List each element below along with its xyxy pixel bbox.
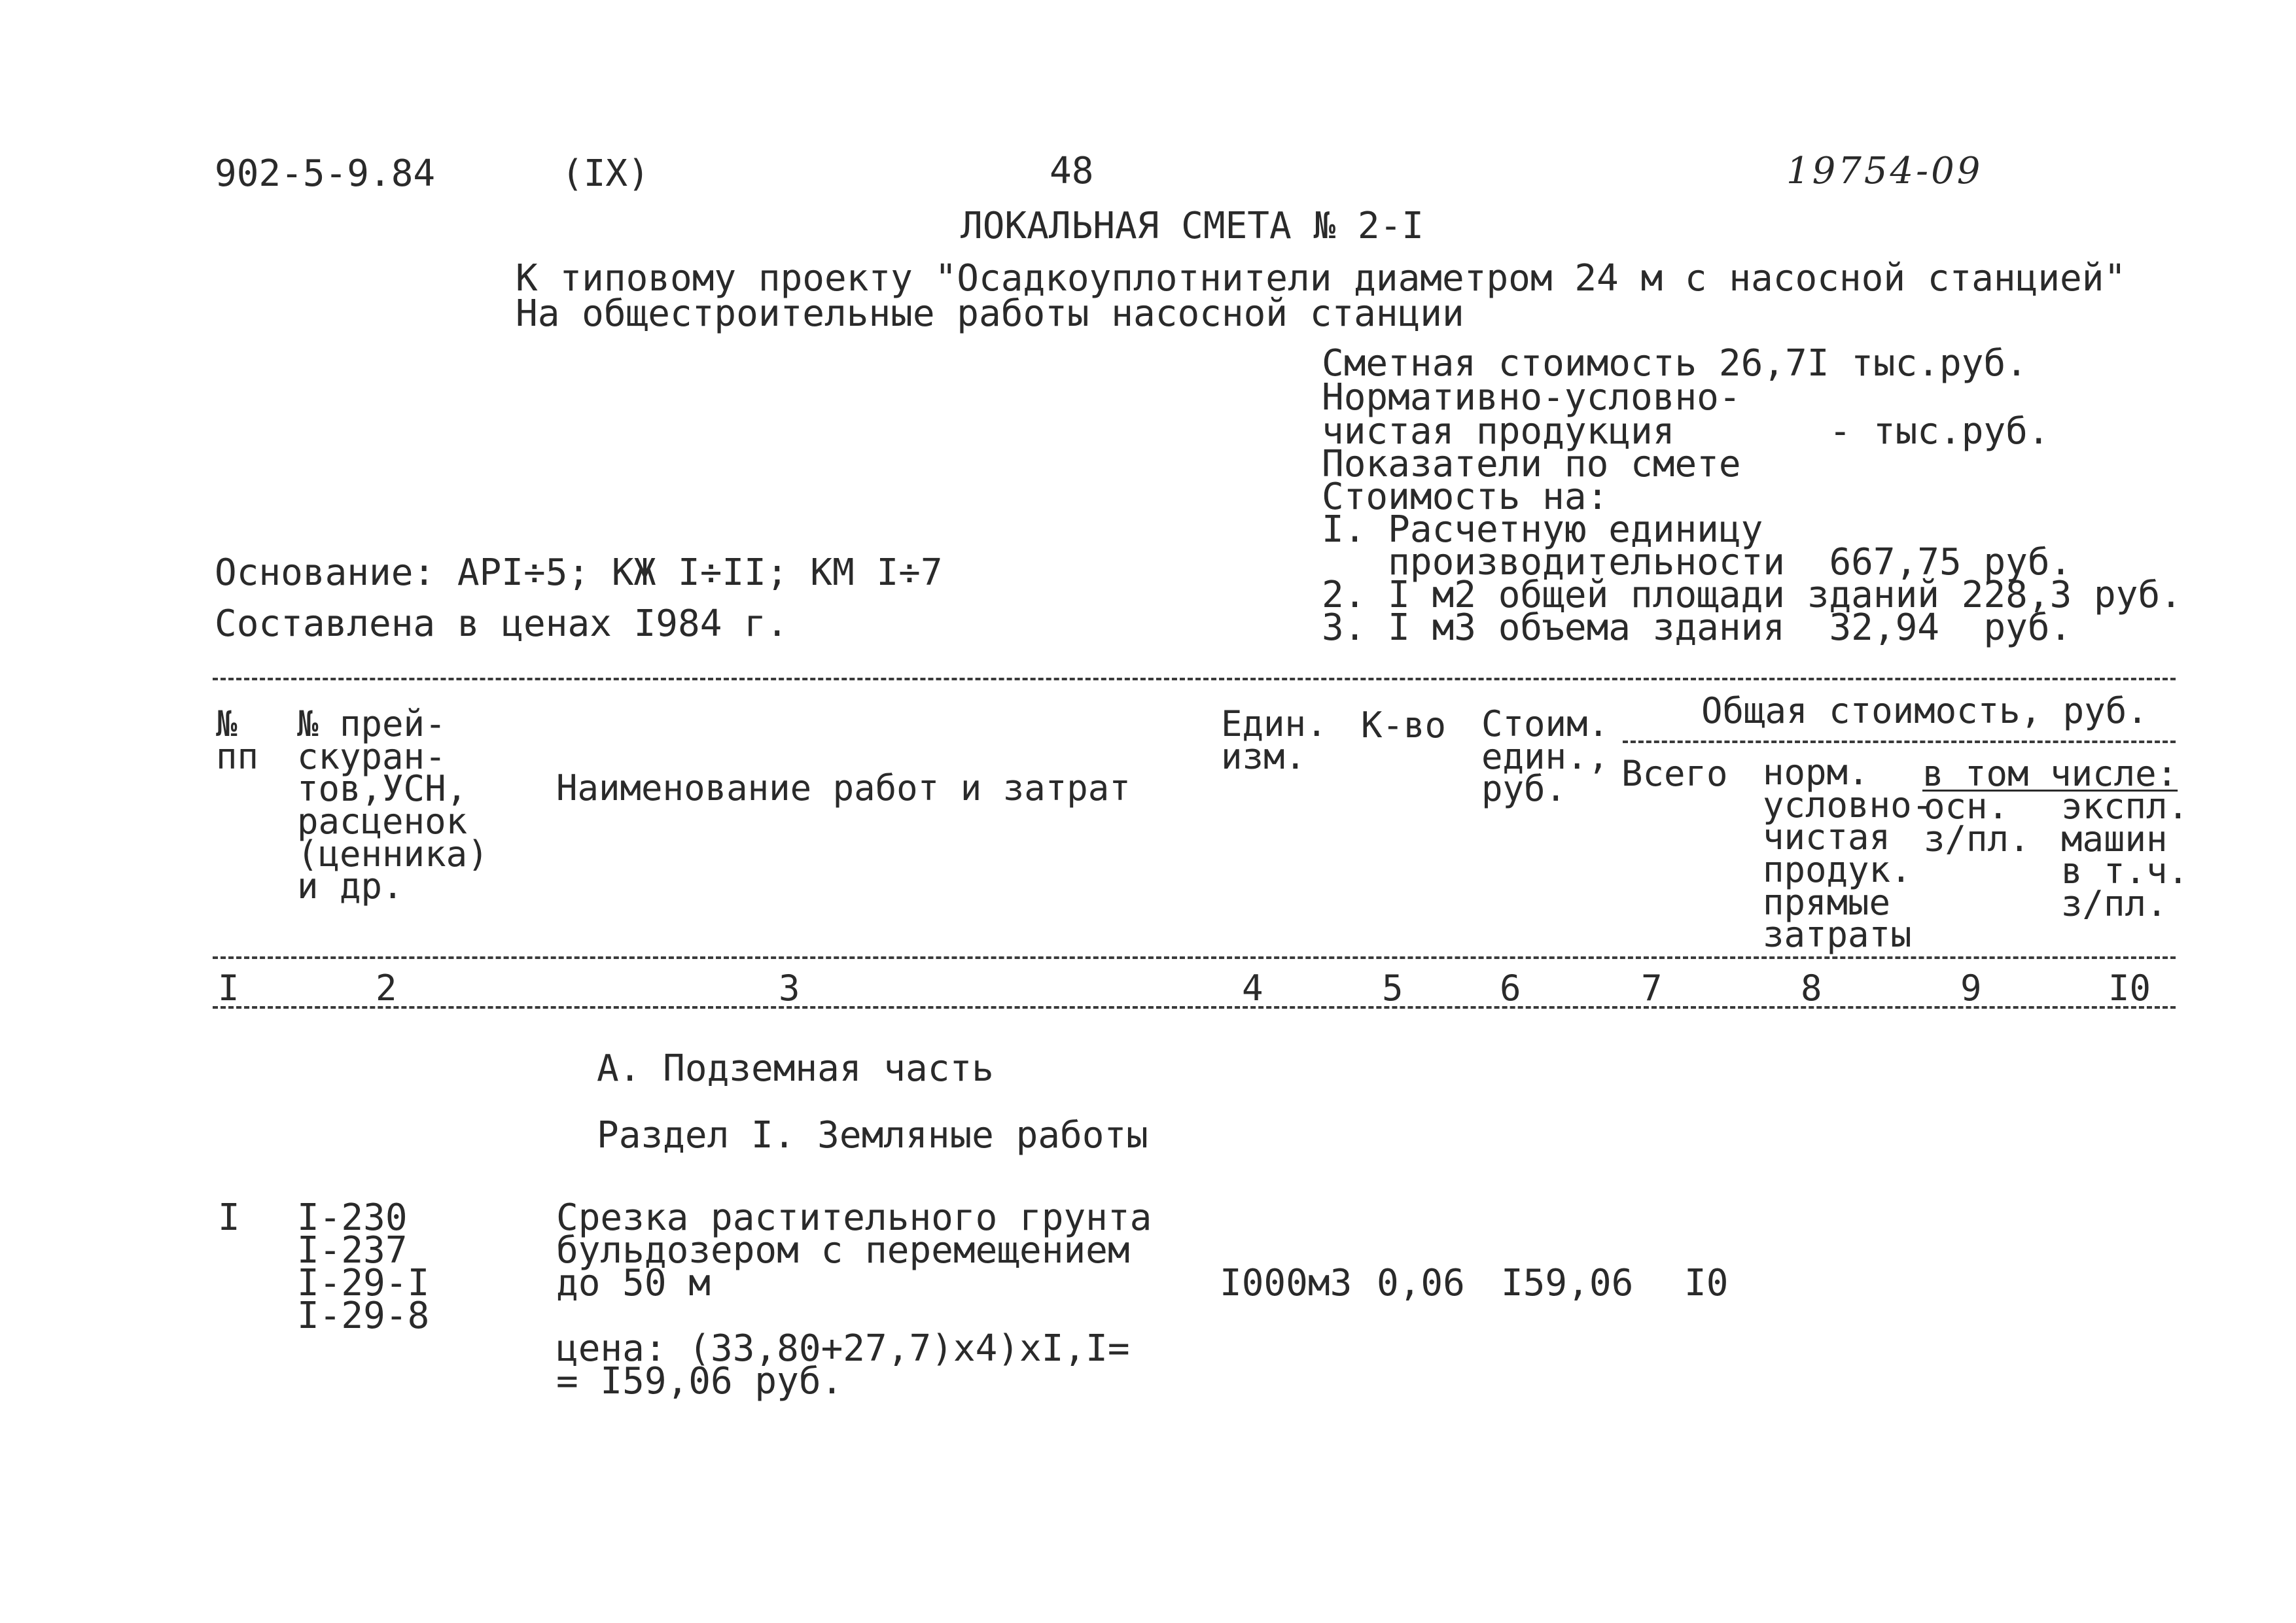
header-col-name: Наименование работ и затрат	[556, 767, 1131, 809]
document-title: ЛОКАЛЬНАЯ СМЕТА № 2-I	[961, 205, 1424, 247]
volume-label: (IX)	[561, 152, 650, 195]
column-numbers-rule	[213, 1006, 2176, 1009]
section-heading: Раздел I. Земляные работы	[597, 1114, 1148, 1157]
column-number: 5	[1382, 968, 1404, 1009]
row-name: бульдозером с перемещением	[556, 1229, 1130, 1272]
row-qty: 0,06	[1377, 1262, 1465, 1304]
header-col-unit: Един. изм.	[1221, 703, 1328, 777]
header-col-net-product: норм. условно- чистая продук. прямые зат…	[1763, 752, 1934, 956]
doc-code: 902-5-9.84	[215, 152, 436, 195]
header-bottom-rule	[213, 956, 2176, 959]
summary-line: 2. I м2 общей площади зданий 228,3 руб.	[1322, 574, 2182, 616]
summary-line: Стоимость на:	[1322, 476, 1609, 518]
basis-text: Основание: АРI÷5; КЖ I÷II; КМ I÷7	[215, 551, 943, 594]
row-name: Срезка растительного грунта	[556, 1196, 1152, 1239]
column-number: I0	[2108, 968, 2151, 1009]
header-incl: в том числе:	[1922, 753, 2178, 794]
header-col-base-wage: осн. з/пл.	[1924, 786, 2030, 860]
header-col-unit-price: Стоим. един., руб.	[1481, 703, 1610, 810]
row-number: I	[218, 1196, 240, 1239]
row-unit: I000м3	[1220, 1262, 1352, 1304]
summary-line: Нормативно-условно-	[1322, 376, 1741, 419]
page-number: 48	[1050, 150, 1094, 192]
header-col-pricelist: № прей- скуран- тов,УСН, расценок (ценни…	[297, 703, 489, 907]
summary-line: 3. I м3 объема здания 32,94 руб.	[1322, 606, 2072, 649]
column-number: 7	[1641, 968, 1663, 1009]
row-code: I-237	[297, 1229, 408, 1272]
row-calc: цена: (33,80+27,7)х4)хI,I=	[556, 1327, 1130, 1370]
works-subtitle: На общестроительные работы насосной стан…	[516, 292, 1464, 335]
column-number: 3	[779, 968, 800, 1009]
column-number: 4	[1242, 968, 1263, 1009]
summary-line: чистая продукция - тыс.руб.	[1322, 410, 2050, 453]
header-col-machines: экспл. машин в т.ч. з/пл.	[2061, 786, 2189, 925]
summary-line: I. Расчетную единицу	[1322, 508, 1763, 551]
total-group-rule	[1623, 741, 2176, 743]
row-code: I-29-I	[297, 1262, 430, 1304]
section-heading: А. Подземная часть	[597, 1047, 994, 1090]
header-col-qty: К-во	[1361, 705, 1447, 746]
header-col-number: № пп	[216, 703, 259, 777]
column-number: 6	[1500, 968, 1521, 1009]
summary-line: Сметная стоимость 26,7I тыс.руб.	[1322, 342, 2028, 385]
row-calc: = I59,06 руб.	[556, 1360, 843, 1403]
row-code: I-230	[297, 1196, 408, 1239]
summary-line: Показатели по смете	[1322, 443, 1741, 485]
row-unit-price: I59,06	[1501, 1262, 1634, 1304]
row-total: I0	[1684, 1262, 1729, 1304]
row-name: до 50 м	[556, 1262, 711, 1304]
header-total-group: Общая стоимость, руб.	[1701, 690, 2148, 731]
project-subtitle: К типовому проекту "Осадкоуплотнители ди…	[516, 257, 2127, 300]
prices-year-text: Составлена в ценах I984 г.	[215, 602, 788, 645]
summary-line: производительности 667,75 руб.	[1322, 541, 2072, 584]
table-top-rule	[213, 678, 2176, 680]
column-number: 9	[1960, 968, 1982, 1009]
column-number: I	[218, 968, 239, 1009]
column-number: 2	[376, 968, 397, 1009]
column-number: 8	[1801, 968, 1822, 1009]
row-code: I-29-8	[297, 1295, 430, 1337]
registry-number: 19754-09	[1786, 150, 1983, 192]
header-col-total: Всего	[1621, 753, 1728, 794]
